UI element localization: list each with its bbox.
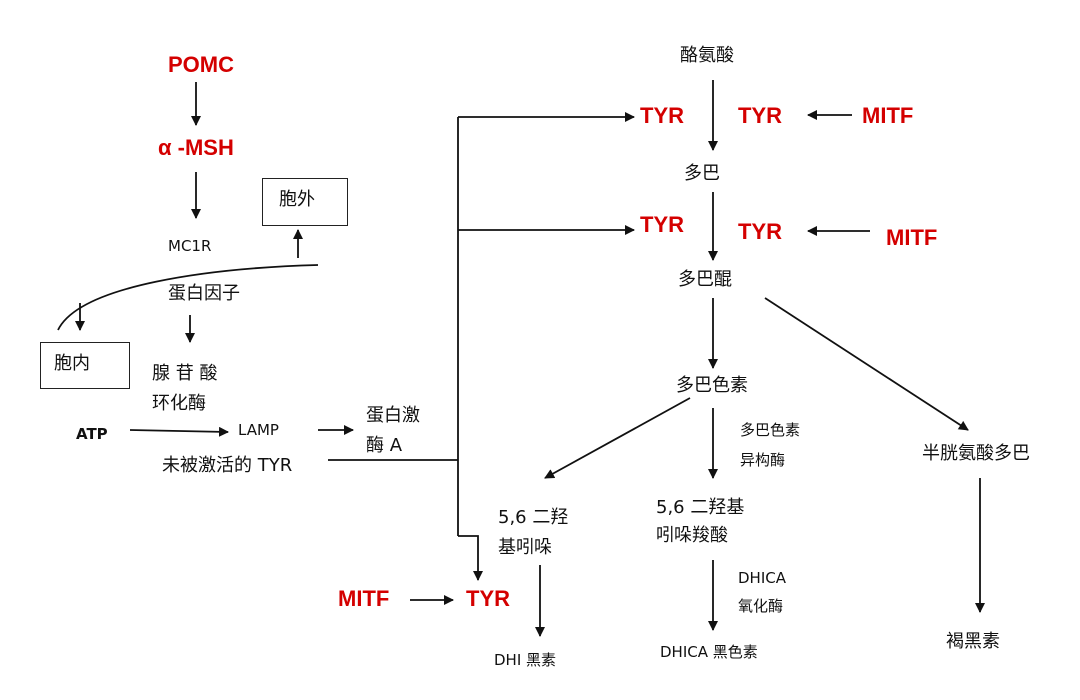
dhi-melanin-label: DHI 黑素 [494, 651, 557, 669]
membrane-curve [57, 264, 319, 331]
dhi-line2: 基吲哚 [498, 537, 552, 558]
arrow-dopaquinone-cysteinyldopa [764, 297, 969, 431]
arrow-to-tyr-3 [458, 535, 483, 581]
extracellular-label: 胞外 [279, 189, 315, 210]
arrow-atp-camp [129, 426, 229, 437]
dopa-label: 多巴 [684, 163, 720, 184]
tyr-activated-1: TYR [640, 103, 684, 128]
alpha-msh-label: α -MSH [158, 135, 234, 160]
inactive-tyr-label: 未被激活的 TYR [162, 455, 293, 476]
intracellular-label: 胞内 [54, 353, 90, 374]
protein-kinase-line1: 蛋白激 [366, 405, 420, 426]
tyrosine-label: 酪氨酸 [680, 45, 734, 66]
arrow-dopachrome-dhi [544, 397, 691, 479]
dhica-line1: 5,6 二羟基 [656, 497, 745, 518]
cysteinyldopa-label: 半胱氨酸多巴 [922, 443, 1030, 464]
pheomelanin-label: 褐黑素 [946, 631, 1000, 652]
intracellular-box [40, 342, 130, 389]
adenylate-cyclase-line2: 环化酶 [152, 393, 206, 414]
adenylate-cyclase-line1: 腺 苷 酸 [152, 363, 218, 384]
dhica-line2: 吲哚羧酸 [656, 525, 728, 546]
tyr-1: TYR [738, 103, 782, 128]
tyr-2: TYR [738, 219, 782, 244]
mitf-2: MITF [886, 225, 938, 250]
protein-factor-label: 蛋白因子 [168, 283, 240, 304]
dopachrome-label: 多巴色素 [676, 375, 748, 396]
tyr-activated-3: TYR [466, 586, 510, 611]
dhica-melanin-label: DHICA 黑色素 [660, 643, 758, 661]
camp-label: LAMP [238, 421, 279, 439]
dhica-oxidase-line2: 氧化酶 [738, 597, 784, 615]
pomc-label: POMC [168, 52, 234, 77]
dhica-oxidase-line1: DHICA [738, 569, 786, 587]
dhi-line1: 5,6 二羟 [498, 507, 569, 528]
extracellular-box [262, 178, 348, 226]
mc1r-label: MC1R [168, 237, 212, 255]
atp-label: ATP [76, 425, 108, 443]
dopachrome-isomerase-line2: 异构酶 [740, 451, 786, 469]
protein-kinase-line2: 酶 A [366, 435, 403, 456]
mitf-3: MITF [338, 586, 390, 611]
dopaquinone-label: 多巴醌 [678, 269, 732, 290]
dopachrome-isomerase-line1: 多巴色素 [740, 421, 801, 439]
tyr-activated-2: TYR [640, 212, 684, 237]
mitf-1: MITF [862, 103, 914, 128]
